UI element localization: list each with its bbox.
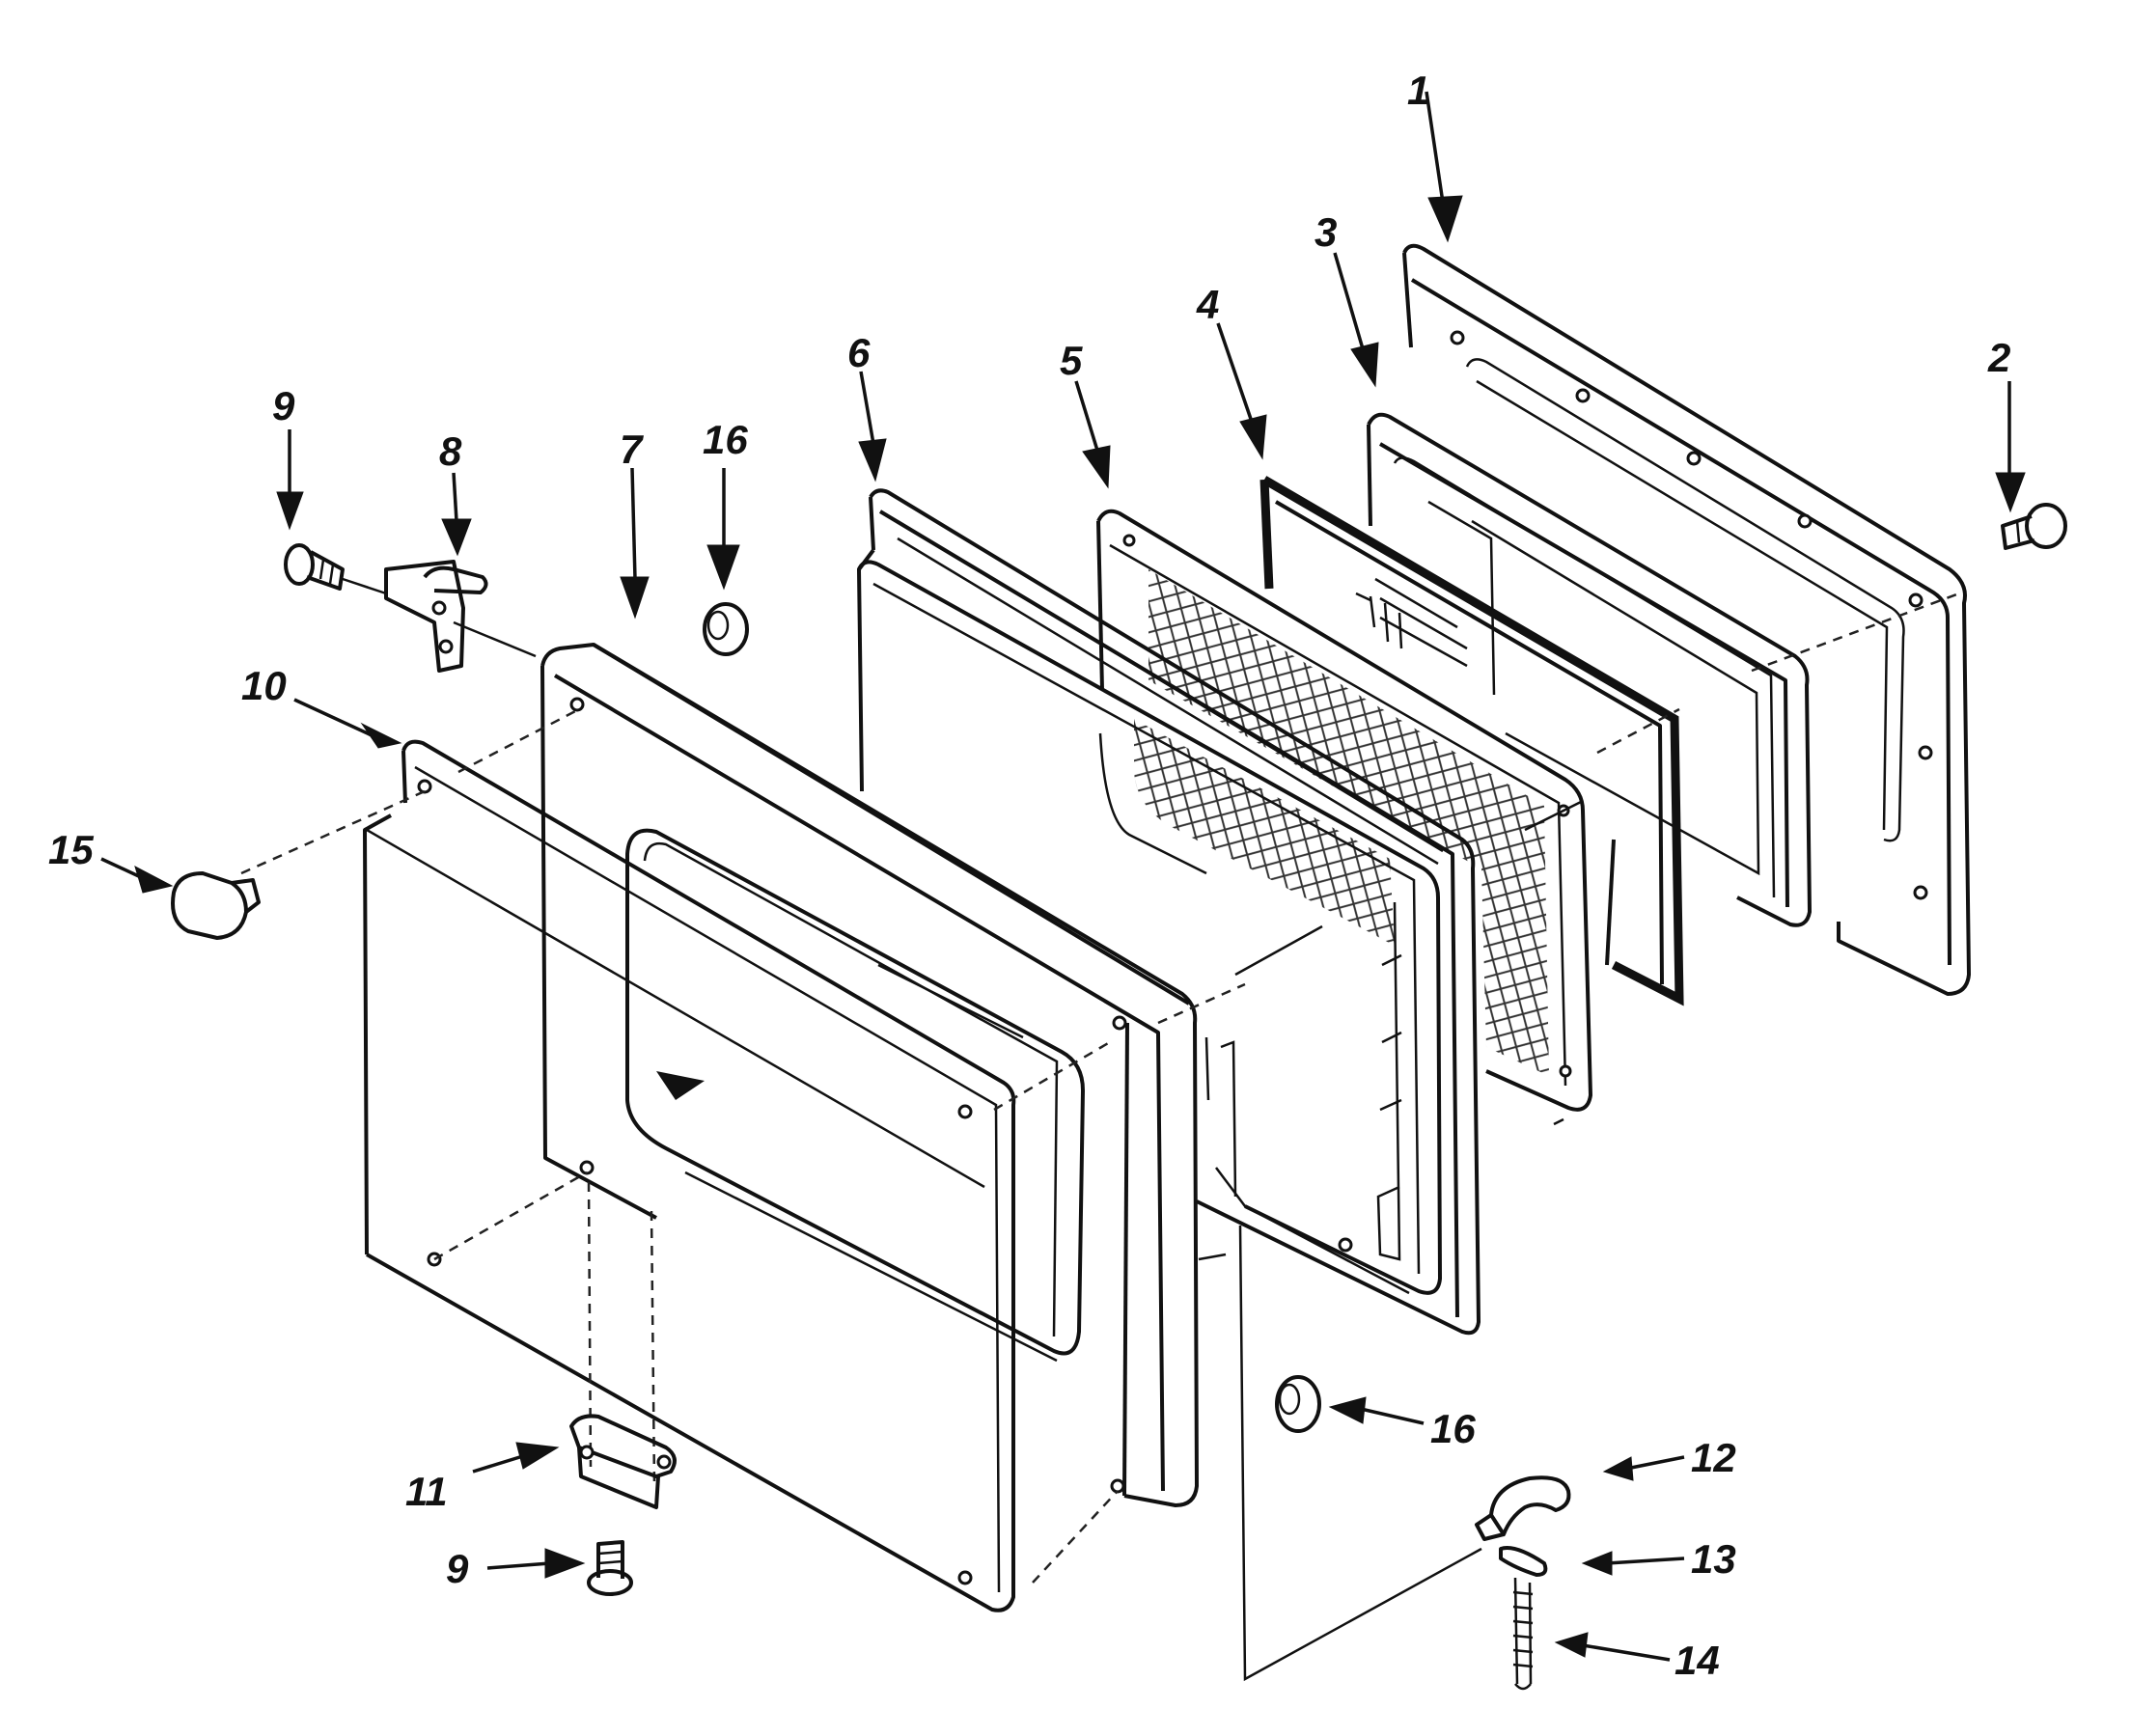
part-3-inner-frame <box>1367 412 1812 927</box>
part-8-hinge-bracket <box>384 560 488 673</box>
label-part-9-top: 9 <box>272 383 295 428</box>
part-labels: 1 2 3 4 5 6 7 8 9 16 10 15 11 9 16 12 13… <box>48 68 2010 1683</box>
label-part-6: 6 <box>847 330 871 375</box>
label-part-11: 11 <box>405 1469 448 1514</box>
alignment-lines <box>240 592 1960 1682</box>
label-part-15: 15 <box>48 827 94 872</box>
label-part-5: 5 <box>1060 338 1083 383</box>
label-part-3: 3 <box>1315 209 1337 255</box>
part-15-knob <box>171 871 261 940</box>
label-part-13: 13 <box>1691 1536 1736 1582</box>
part-6-inner-door-frame <box>857 488 1481 1336</box>
part-11-lower-hinge <box>569 1414 677 1509</box>
part-1-back-panel <box>1402 243 1971 996</box>
part-7-door-shell <box>540 643 1199 1507</box>
part-16-bumper-top <box>703 602 749 656</box>
part-13-clip <box>1499 1546 1548 1577</box>
label-part-16-bottom: 16 <box>1430 1406 1476 1451</box>
label-part-7: 7 <box>620 427 644 472</box>
label-part-2: 2 <box>1987 335 2010 380</box>
label-part-4: 4 <box>1196 282 1219 327</box>
label-part-12: 12 <box>1691 1435 1736 1480</box>
label-part-16-top: 16 <box>703 417 748 462</box>
part-2-screw <box>2001 503 2067 550</box>
callout-arrows <box>100 91 2026 1662</box>
part-10-front-glass <box>363 739 1016 1612</box>
part-12-handle <box>1475 1475 1571 1541</box>
label-part-10: 10 <box>241 663 287 708</box>
label-part-8: 8 <box>439 428 462 474</box>
part-5-mesh-panel <box>1096 509 1592 1112</box>
label-part-9-bottom: 9 <box>446 1546 469 1591</box>
part-14-spring-screw <box>1512 1577 1534 1691</box>
label-part-14: 14 <box>1674 1638 1720 1683</box>
part-4-gasket <box>1259 476 1684 1006</box>
label-part-1: 1 <box>1407 68 1429 113</box>
part-16-bumper-bottom <box>1275 1375 1321 1433</box>
part-9-screw-bottom <box>587 1540 633 1596</box>
part-9-screw-top <box>284 543 387 595</box>
